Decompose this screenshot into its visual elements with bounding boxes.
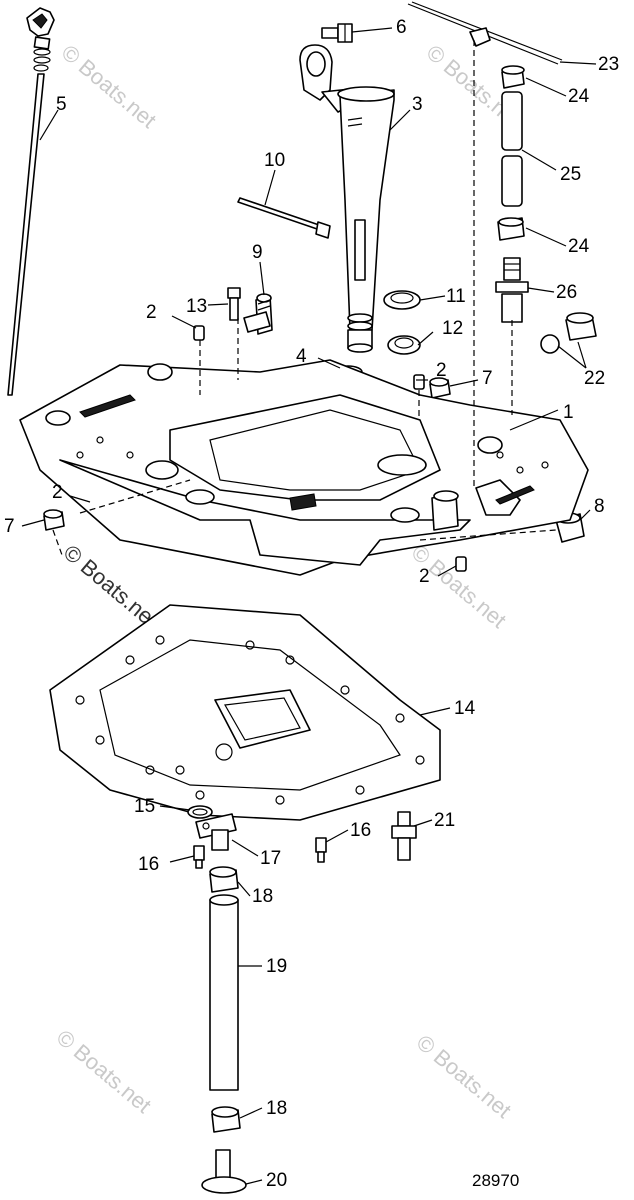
callout-26: 26 [556,282,577,303]
callout-18: 18 [252,886,273,907]
bolt-10 [237,197,331,239]
callout-labels: 5 6 3 10 9 2 13 11 12 4 2 7 1 8 2 7 2 23… [4,17,619,1191]
callout-3: 3 [412,94,423,115]
watermark: © Boats.net [52,1025,156,1118]
alignment-lines [52,40,557,556]
elbow-fitting-9 [243,293,273,335]
callout-2: 2 [52,482,63,503]
callout-5: 5 [56,94,67,115]
callout-13: 13 [186,296,207,317]
callout-25: 25 [560,164,581,185]
flange-17 [195,813,237,851]
watermark: © Boats.net [57,40,161,133]
plug-7 [43,377,451,531]
callout-21: 21 [434,810,455,831]
callout-11: 11 [446,286,466,307]
watermark: © Boats.net [412,1030,516,1123]
grommet-12 [387,335,421,355]
callout-20: 20 [266,1170,287,1191]
cable-tie-23 [407,1,563,65]
callout-18: 18 [266,1098,287,1119]
callout-16: 16 [138,854,159,875]
callout-6: 6 [396,17,407,38]
water-tube-assembly [201,866,247,1194]
hose-assembly [495,65,529,323]
screw-16 [193,837,327,869]
callout-17: 17 [260,848,281,869]
dipstick-tube [299,44,395,353]
fitting-21 [391,811,417,861]
o-ring-15 [187,805,213,819]
callout-23: 23 [598,54,619,75]
callout-4: 4 [296,346,307,367]
callout-15: 15 [134,796,155,817]
callout-8: 8 [594,496,605,517]
callout-1: 1 [563,402,574,423]
leader-lines [21,27,597,1185]
callout-14: 14 [454,698,476,719]
callout-7: 7 [4,516,15,537]
callout-9: 9 [252,242,263,263]
callout-16: 16 [350,820,371,841]
callout-24: 24 [568,86,590,107]
bolt-13 [227,287,241,321]
callout-19: 19 [266,956,287,977]
callout-2: 2 [146,302,157,323]
seal-11 [383,290,421,310]
watermarks: © Boats.net © Boats.net © Boats.net © Bo… [52,40,526,1123]
callout-2: 2 [436,360,447,381]
bolt-6 [321,23,353,43]
callout-24: 24 [568,236,590,257]
figure-number: 28970 [472,1171,519,1190]
gasket [49,604,441,821]
callout-22: 22 [584,368,605,389]
adaptor-plate [19,359,589,576]
dipstick [7,7,55,396]
callout-2: 2 [419,566,430,587]
watermark: © Boats.net [59,540,163,633]
callout-12: 12 [442,318,463,339]
callout-10: 10 [264,150,285,171]
plug-22 [540,312,597,354]
callout-7: 7 [482,368,493,389]
